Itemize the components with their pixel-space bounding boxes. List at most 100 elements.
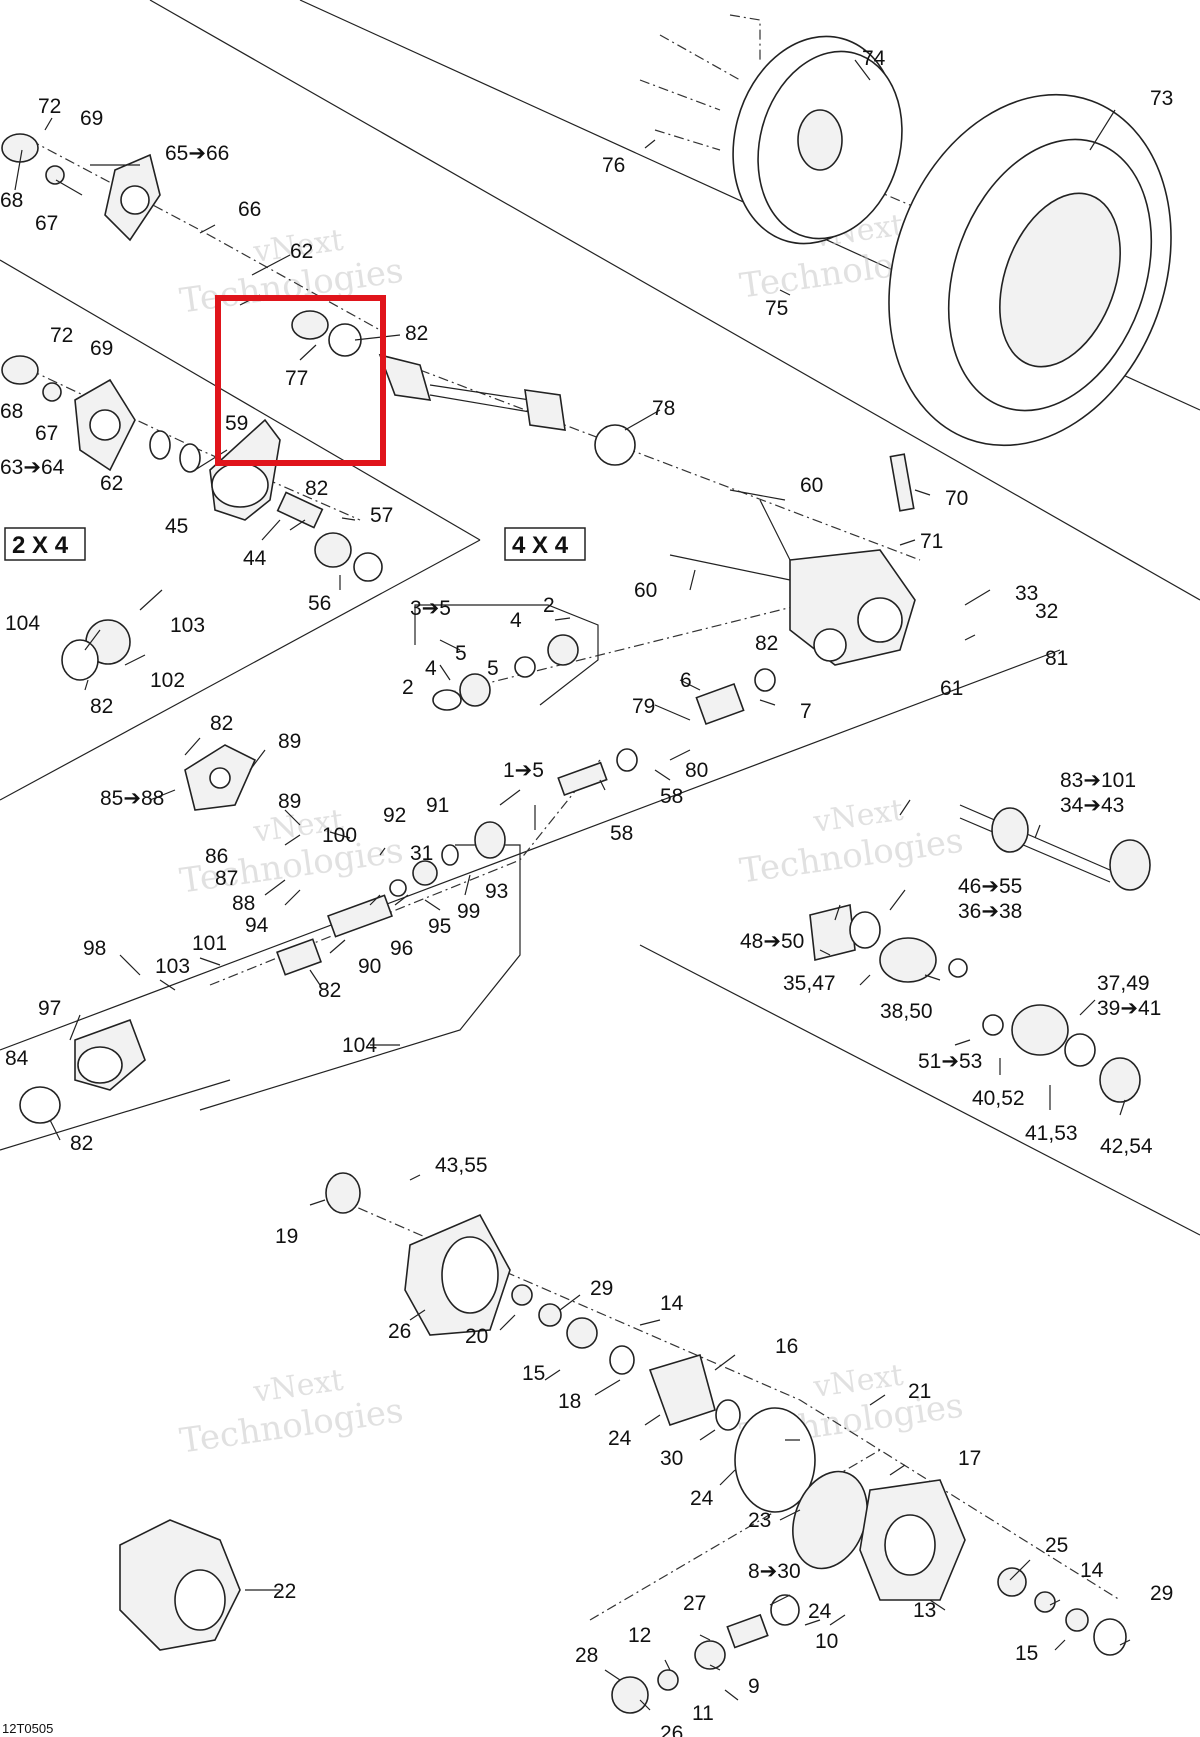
- callout-label: 45: [165, 515, 188, 538]
- seal-26-upper: [325, 1172, 361, 1214]
- callout-label: 103: [155, 955, 190, 978]
- centerline-wheel: [639, 14, 1041, 261]
- callout-label: 5: [455, 642, 467, 665]
- callout-label: 13: [913, 1599, 936, 1622]
- callout-label: 73: [1150, 87, 1173, 110]
- callout-label: 78: [652, 397, 675, 420]
- callout-label: 62: [290, 240, 313, 263]
- callout-label: 16: [775, 1335, 798, 1358]
- callout-label: 26: [660, 1722, 683, 1737]
- callout-label: 82: [755, 632, 778, 655]
- callout-label: 101: [192, 932, 227, 955]
- bracket-3-5: [414, 604, 599, 706]
- callout-label: 68: [0, 400, 23, 423]
- hub-2x4-upper: [1, 133, 161, 242]
- callout-label: 100: [322, 824, 357, 847]
- callout-label: 72: [50, 324, 73, 347]
- callout-label: 7: [800, 700, 812, 723]
- section-label-2x4: 2 X 4: [12, 532, 69, 559]
- callout-label: 90: [358, 955, 381, 978]
- parts: [1, 35, 1172, 1714]
- callout-label: 59: [225, 412, 248, 435]
- callout-label: 28: [575, 1644, 598, 1667]
- callout-label: 82: [90, 695, 113, 718]
- watermark-4: vNext Technologies: [737, 793, 965, 892]
- callout-label: 71: [920, 530, 943, 553]
- callout-label: 86: [205, 845, 228, 868]
- divider-2x4-top: [0, 259, 481, 541]
- diagram-code: 12T0505: [2, 1721, 53, 1736]
- callout-label: 34➔43: [1060, 794, 1124, 817]
- callout-label: 85➔88: [100, 787, 164, 810]
- callout-label: 69: [90, 337, 113, 360]
- callout-label: 93: [485, 880, 508, 903]
- callout-label: 46➔55: [958, 875, 1022, 898]
- callout-label: 92: [383, 804, 406, 827]
- callout-label: 11: [692, 1702, 714, 1725]
- callout-label: 63➔64: [0, 456, 65, 479]
- callout-label: 19: [275, 1225, 298, 1248]
- callout-label: 91: [426, 794, 449, 817]
- callout-label: 60: [634, 579, 657, 602]
- callout-label: 70: [945, 487, 968, 510]
- callout-label: 14: [1080, 1559, 1104, 1582]
- callout-label: 3➔5: [410, 597, 451, 620]
- callout-label: 24: [608, 1427, 632, 1450]
- callout-label: 75: [765, 297, 788, 320]
- callout-label: 22: [273, 1580, 296, 1603]
- callout-label: 5: [487, 657, 499, 680]
- callout-label: 15: [1015, 1642, 1038, 1665]
- callout-label: 29: [590, 1277, 613, 1300]
- panel-dividers: [0, 0, 1200, 1236]
- callout-label: 58: [660, 785, 683, 808]
- callout-label: 104: [5, 612, 40, 635]
- callout-label: 79: [632, 695, 655, 718]
- callout-label: 26: [388, 1320, 411, 1343]
- callout-label: 95: [428, 915, 451, 938]
- callout-label: 68: [0, 189, 23, 212]
- callout-label: 66: [238, 198, 261, 221]
- callout-label: 51➔53: [918, 1050, 982, 1073]
- callout-label: 94: [245, 914, 269, 937]
- callout-label: 36➔38: [958, 900, 1022, 923]
- callout-label: 89: [278, 730, 301, 753]
- callout-label: 39➔41: [1097, 997, 1161, 1020]
- callout-label: 4: [425, 657, 437, 680]
- callout-label: 43,55: [435, 1154, 488, 1177]
- callout-label: 2: [402, 676, 414, 699]
- bearings-rear-right: [997, 1567, 1127, 1656]
- callout-label: 2: [543, 594, 555, 617]
- callout-label: 27: [683, 1592, 706, 1615]
- callout-label: 9: [748, 1675, 760, 1698]
- divider-lower-left: [0, 1079, 231, 1151]
- callout-label: 72: [38, 95, 61, 118]
- bearing-77: [291, 310, 362, 357]
- callout-label: 82: [405, 322, 428, 345]
- callout-label: 104: [342, 1034, 377, 1057]
- leader-lines: [14, 59, 1131, 1711]
- callout-label: 69: [80, 107, 103, 130]
- callout-label: 99: [457, 900, 480, 923]
- callout-label: 82: [210, 712, 233, 735]
- callout-label: 67: [35, 422, 58, 445]
- callout-label: 62: [100, 472, 123, 495]
- callout-label: 35,47: [783, 972, 836, 995]
- divider-middle: [0, 649, 1061, 1051]
- callout-label: 40,52: [972, 1087, 1025, 1110]
- highlight-box: [215, 295, 386, 466]
- callout-label: 57: [370, 504, 393, 527]
- callout-label: 20: [465, 1325, 488, 1348]
- actuator-85-88: [184, 744, 257, 811]
- callout-label: 89: [278, 790, 301, 813]
- callout-label: 29: [1150, 1582, 1173, 1605]
- section-box-2x4: [4, 527, 86, 561]
- callout-label: 8➔30: [748, 1560, 801, 1583]
- housing-22: [859, 1479, 966, 1601]
- shaft-parts-4x4: [432, 634, 776, 797]
- callout-label: 17: [958, 1447, 981, 1470]
- centerline-4x4-shaft: [419, 369, 921, 561]
- housing-20: [404, 1213, 511, 1336]
- callout-label: 24: [690, 1487, 714, 1510]
- callout-label: 82: [70, 1132, 93, 1155]
- callout-label: 58: [610, 822, 633, 845]
